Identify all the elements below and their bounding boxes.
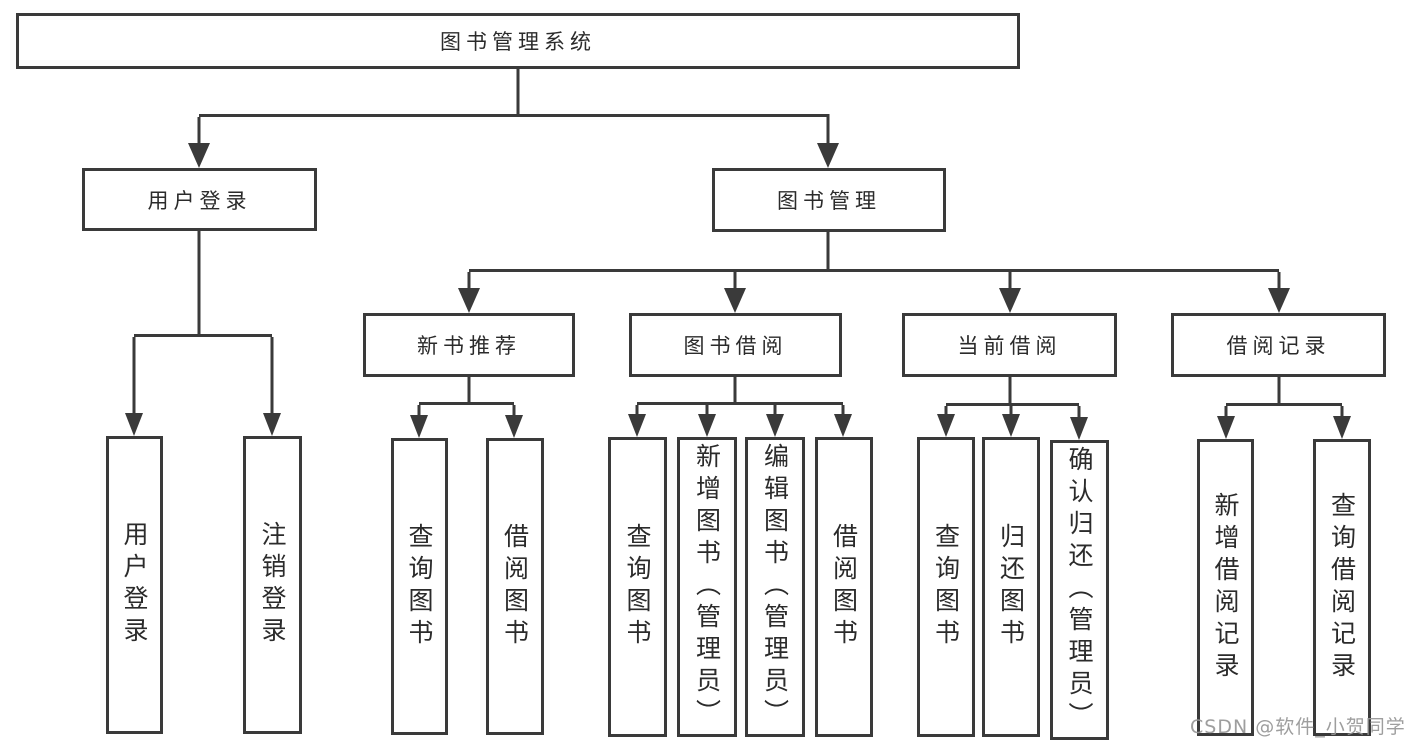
leaf-borrow-borrow-books-label: 借阅图书 xyxy=(829,523,859,651)
node-book-borrow: 图书借阅 xyxy=(629,313,842,377)
node-user-login: 用户登录 xyxy=(82,168,317,231)
leaf-current-confirm-return-admin: 确认归还（管理员） xyxy=(1050,440,1109,740)
leaf-current-query-books: 查询图书 xyxy=(917,437,975,737)
node-current-borrow: 当前借阅 xyxy=(902,313,1117,377)
leaf-current-return-books: 归还图书 xyxy=(982,437,1040,737)
leaf-borrow-edit-books-admin: 编辑图书（管理员） xyxy=(745,437,805,737)
leaf-borrow-query-books-label: 查询图书 xyxy=(623,523,652,651)
node-user-login-label: 用户登录 xyxy=(147,188,252,213)
leaf-borrow-edit-books-admin-label: 编辑图书（管理员） xyxy=(760,443,790,731)
leaf-newrec-query-books-label: 查询图书 xyxy=(405,522,434,651)
leaf-borrow-add-books-admin: 新增图书（管理员） xyxy=(677,437,737,737)
node-book-mgmt: 图书管理 xyxy=(712,168,946,232)
node-borrow-records-label: 借阅记录 xyxy=(1226,334,1331,358)
leaf-borrow-query-books: 查询图书 xyxy=(608,437,667,737)
leaf-current-query-books-label: 查询图书 xyxy=(931,523,961,651)
leaf-records-query-record-label: 查询借阅记录 xyxy=(1327,491,1357,684)
leaf-newrec-borrow-books: 借阅图书 xyxy=(486,438,544,735)
leaf-logout: 注销登录 xyxy=(243,436,302,734)
leaf-newrec-borrow-books-label: 借阅图书 xyxy=(500,522,530,651)
leaf-current-confirm-return-admin-label: 确认归还（管理员） xyxy=(1065,446,1094,734)
node-new-book-recommend: 新书推荐 xyxy=(363,313,575,377)
node-borrow-records: 借阅记录 xyxy=(1171,313,1386,377)
leaf-user-login-label: 用户登录 xyxy=(120,521,149,649)
leaf-records-query-record: 查询借阅记录 xyxy=(1313,439,1371,736)
node-current-borrow-label: 当前借阅 xyxy=(957,334,1062,358)
leaf-newrec-query-books: 查询图书 xyxy=(391,438,448,735)
connector-paths xyxy=(132,69,1344,421)
leaf-current-return-books-label: 归还图书 xyxy=(996,523,1026,651)
node-book-borrow-label: 图书借阅 xyxy=(683,334,788,358)
leaf-borrow-add-books-admin-label: 新增图书（管理员） xyxy=(692,443,722,731)
leaf-user-login: 用户登录 xyxy=(106,436,163,734)
leaf-records-add-record-label: 新增借阅记录 xyxy=(1211,491,1240,684)
node-new-book-recommend-label: 新书推荐 xyxy=(417,334,521,358)
node-root-label: 图书管理系统 xyxy=(440,30,596,54)
leaf-records-add-record: 新增借阅记录 xyxy=(1197,439,1254,736)
csdn-watermark: CSDN @软件_小贺同学 xyxy=(1190,716,1405,738)
leaf-borrow-borrow-books: 借阅图书 xyxy=(815,437,873,737)
arrowheads xyxy=(125,143,1351,440)
leaf-logout-label: 注销登录 xyxy=(258,521,287,649)
node-book-mgmt-label: 图书管理 xyxy=(777,189,881,213)
node-root: 图书管理系统 xyxy=(16,13,1020,69)
